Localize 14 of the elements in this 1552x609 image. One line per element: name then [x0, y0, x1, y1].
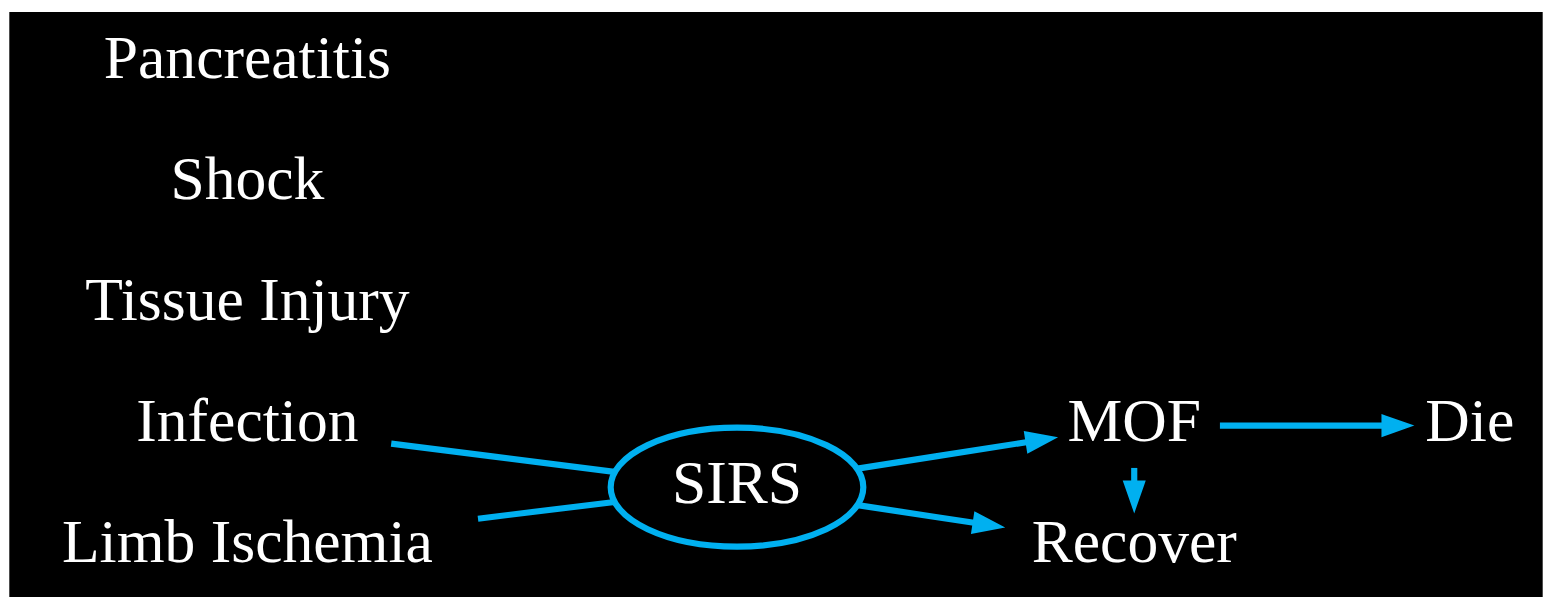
- connector: [390, 440, 615, 475]
- node-text: Shock: [170, 143, 325, 212]
- node-text: Limb Ischemia: [61, 507, 433, 576]
- arrow: [857, 502, 1006, 534]
- node-text: MOF: [1067, 386, 1201, 454]
- node-text: Recover: [1031, 507, 1237, 576]
- arrow: [1219, 414, 1415, 438]
- arrow: [857, 430, 1059, 472]
- node-text: Tissue Injury: [85, 264, 410, 333]
- node-ellipse: SIRS: [607, 424, 867, 550]
- connector: [477, 498, 615, 522]
- node-text: Infection: [136, 386, 359, 454]
- node-text: Pancreatitis: [103, 22, 392, 91]
- node-text: Die: [1425, 386, 1515, 454]
